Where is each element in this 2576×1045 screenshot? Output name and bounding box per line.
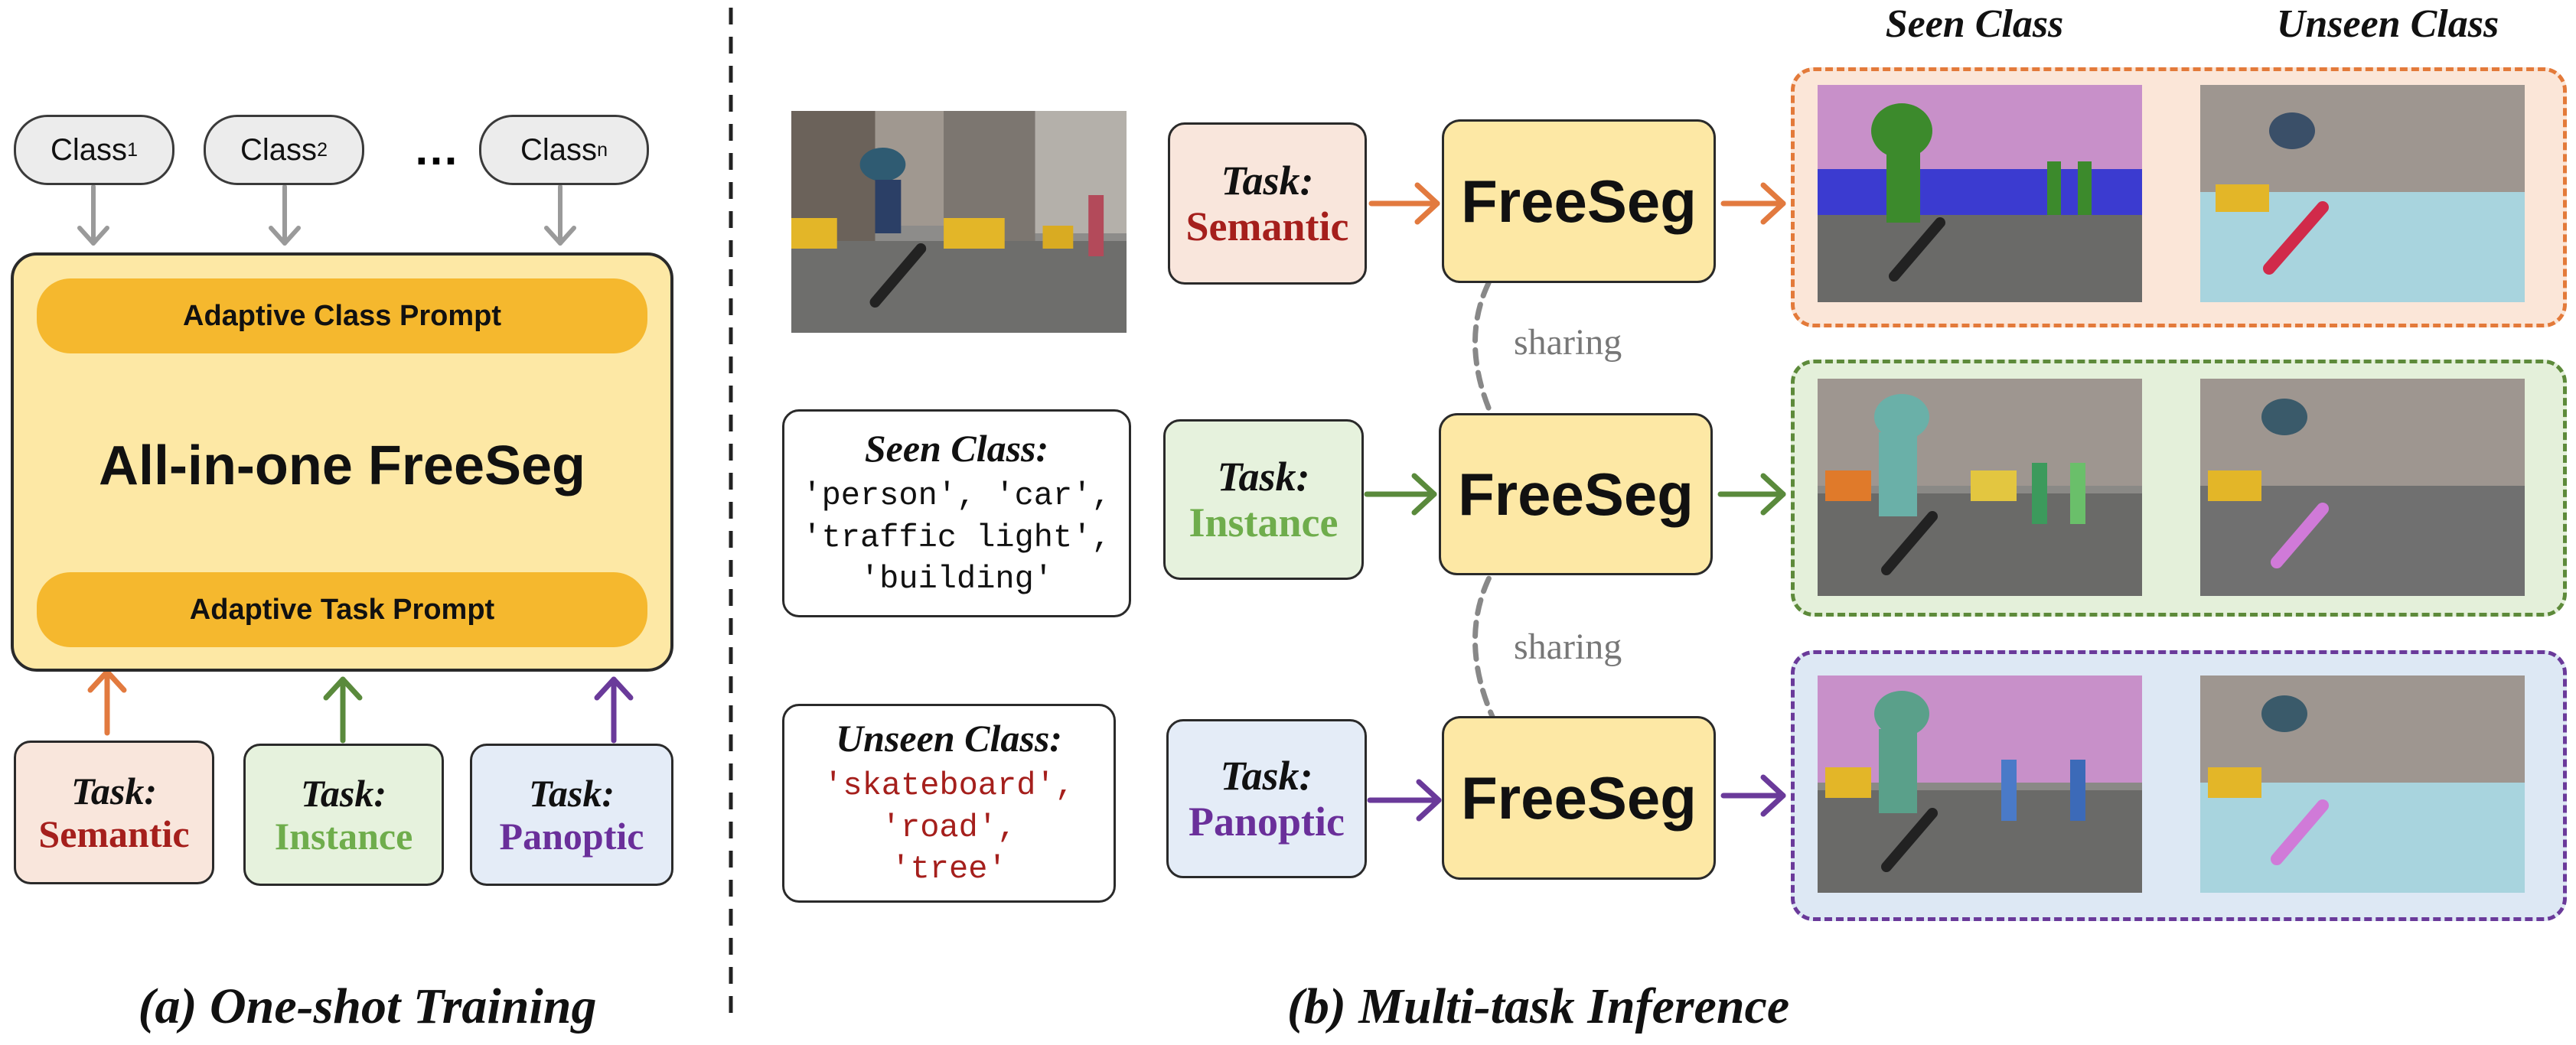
inference-task-instance: Task: Instance (1163, 419, 1364, 580)
task-name-instance: Instance (1189, 500, 1339, 545)
panoptic-seen-result-image (1818, 676, 2142, 893)
semantic-unseen-result-image (2200, 85, 2525, 302)
task-name-semantic: Semantic (38, 812, 190, 855)
class-n-subscript: n (597, 138, 608, 161)
task-label: Task: (1220, 752, 1313, 799)
seen-class-line: 'building' (859, 561, 1054, 598)
freeseg-model-semantic: FreeSeg (1442, 119, 1716, 283)
seen-class-title: Seen Class: (864, 427, 1049, 470)
caption-multi-task-inference: (b) Multi-task Inference (1286, 978, 1790, 1034)
task-name-instance: Instance (274, 815, 413, 858)
unseen-class-line: 'road', (881, 809, 1017, 846)
unseen-class-list: Unseen Class: 'skateboard', 'road', 'tre… (782, 704, 1116, 903)
training-task-panoptic: Task: Panoptic (470, 744, 673, 886)
class-n-label: Class (520, 132, 598, 167)
adaptive-class-prompt: Adaptive Class Prompt (37, 278, 647, 353)
semantic-seen-result-image (1818, 85, 2142, 302)
panoptic-result-panel (1791, 650, 2567, 921)
freeseg-model-instance: FreeSeg (1439, 413, 1713, 575)
task-name-panoptic: Panoptic (1188, 799, 1345, 845)
seen-class-line: 'traffic light', (802, 519, 1111, 556)
sharing-label-bottom: sharing (1514, 627, 1622, 667)
class-2-subscript: 2 (317, 138, 328, 161)
class-ellipsis: … (413, 123, 459, 174)
inference-task-semantic: Task: Semantic (1168, 122, 1367, 285)
caption-one-shot-training: (a) One-shot Training (138, 978, 597, 1034)
adaptive-task-prompt: Adaptive Task Prompt (37, 572, 647, 647)
training-task-instance: Task: Instance (243, 744, 444, 886)
unseen-class-line: 'skateboard', (823, 767, 1074, 805)
main-model-title: All-in-one FreeSeg (98, 435, 586, 496)
all-in-one-freeseg-box: Adaptive Class Prompt All-in-one FreeSeg… (11, 252, 673, 672)
instance-unseen-result-image (2200, 379, 2525, 596)
semantic-result-panel (1791, 67, 2567, 327)
sharing-label-top: sharing (1514, 322, 1622, 363)
task-name-panoptic: Panoptic (499, 815, 644, 858)
column-header-seen-class: Seen Class (1885, 2, 2064, 46)
input-street-photo (791, 111, 1127, 333)
instance-seen-result-image (1818, 379, 2142, 596)
freeseg-model-panoptic: FreeSeg (1442, 716, 1716, 880)
task-label: Task: (1221, 157, 1314, 203)
class-1-label: Class (51, 132, 128, 167)
panoptic-unseen-result-image (2200, 676, 2525, 893)
seen-class-line: 'person', 'car', (802, 477, 1111, 515)
class-2-label: Class (240, 132, 318, 167)
seen-class-list: Seen Class: 'person', 'car', 'traffic li… (782, 409, 1131, 617)
task-name-semantic: Semantic (1185, 203, 1349, 249)
inference-task-panoptic: Task: Panoptic (1166, 719, 1367, 878)
task-label: Task: (528, 772, 615, 815)
unseen-class-line: 'tree' (891, 851, 1007, 888)
training-task-semantic: Task: Semantic (14, 741, 214, 884)
task-label: Task: (1217, 453, 1310, 500)
task-label: Task: (70, 770, 158, 812)
class-1-subscript: 1 (127, 138, 138, 161)
instance-result-panel (1791, 360, 2567, 617)
column-header-unseen-class: Unseen Class (2276, 2, 2499, 46)
task-label: Task: (300, 772, 387, 815)
unseen-class-title: Unseen Class: (836, 717, 1062, 760)
